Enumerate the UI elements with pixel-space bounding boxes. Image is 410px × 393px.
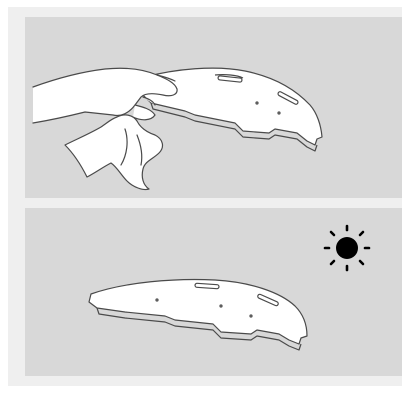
step-dry-panel <box>25 208 402 376</box>
dry-illustration <box>25 208 402 376</box>
instruction-figure <box>8 7 402 386</box>
wipe-illustration <box>25 17 402 198</box>
sun-icon <box>325 226 369 270</box>
mop-bracket <box>143 68 322 151</box>
hand-wiping-icon <box>33 68 177 189</box>
step-wipe-panel <box>25 17 402 198</box>
mop-bracket <box>89 280 307 350</box>
cloth <box>65 115 162 190</box>
